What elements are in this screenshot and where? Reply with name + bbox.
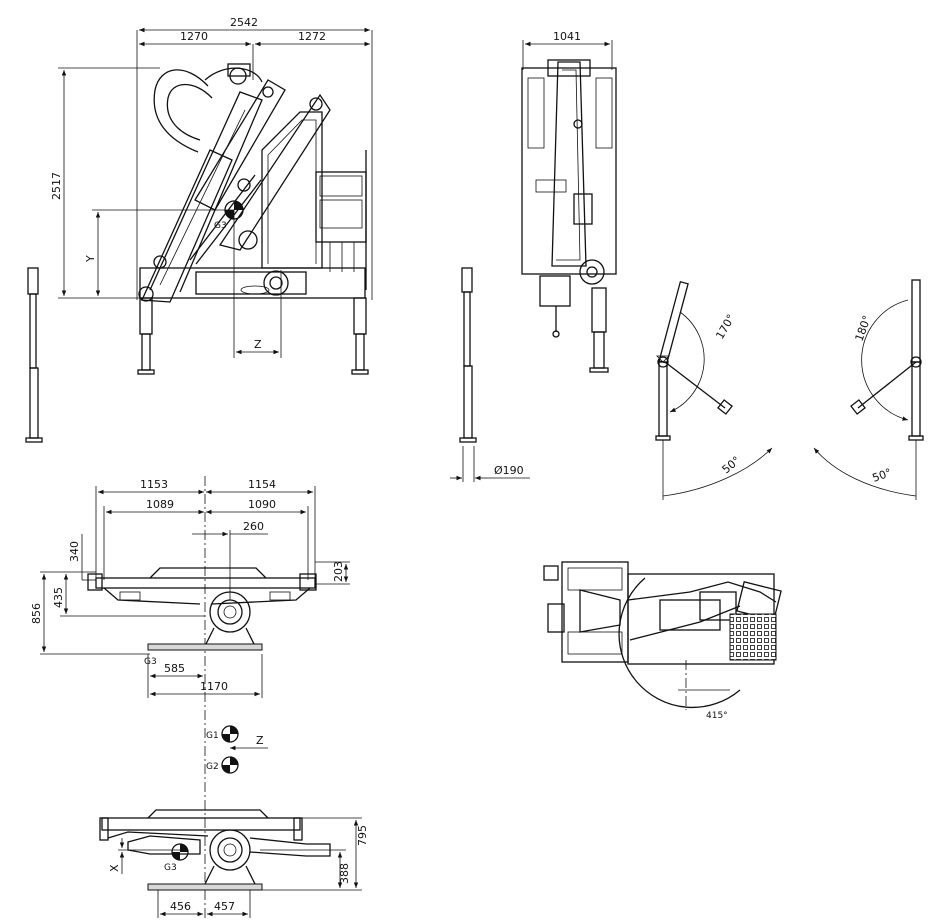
dim-795: 795 [356,825,369,846]
g1-label: G1 [206,731,219,741]
dim-585: 585 [164,662,185,675]
rear-view: 1041 [521,30,617,373]
dim-total-width: 2542 [230,16,258,29]
side-view: 2542 1270 1272 2517 Y Z [50,16,373,375]
dim-456: 456 [170,900,191,913]
front-view-upper: 1153 1154 1089 1090 260 856 435 340 203 [30,476,350,920]
top-view: 415° [543,561,782,721]
leg-diameter: Ø190 [494,464,524,477]
side-cog-label: G3 [214,221,227,231]
dim-203: 203 [332,561,345,582]
dim-1170: 1170 [200,680,228,693]
dim-height: 2517 [50,172,63,200]
dim-457: 457 [214,900,235,913]
dim-offset: 260 [243,520,264,533]
dim-span-right: 1154 [248,478,276,491]
upper-cog-label: G3 [144,657,157,667]
swing-diagram-left: 170° 50° [655,280,773,500]
g2-label: G2 [206,762,219,772]
dim-z-label: Z [254,338,262,351]
dim-span-left: 1153 [140,478,168,491]
dim-y-label: Y [84,255,97,263]
swing-diagram-right: 180° 50° [813,279,924,500]
dim-inner-right: 1090 [248,498,276,511]
dim-x-label: X [108,864,121,872]
lower-cog-label: G3 [164,863,177,873]
dim-435: 435 [52,587,65,608]
slew-angle: 415° [706,711,728,721]
dim-left-width: 1270 [180,30,208,43]
side-leg-detail [25,267,43,443]
dim-388: 388 [338,863,351,884]
cog-z-label: Z [256,734,264,747]
cog-markers: G1 G2 Z [206,725,268,774]
dim-856: 856 [30,603,43,624]
dim-340: 340 [68,541,81,562]
right-lower-angle: 50° [871,466,894,485]
left-upper-angle: 170° [713,312,738,341]
dim-inner-left: 1089 [146,498,174,511]
leg-diameter-detail: Ø190 [450,267,530,482]
left-lower-angle: 50° [720,454,743,476]
rear-width: 1041 [553,30,581,43]
front-view-lower: G3 X 795 388 456 457 [99,809,369,918]
dim-right-width: 1272 [298,30,326,43]
